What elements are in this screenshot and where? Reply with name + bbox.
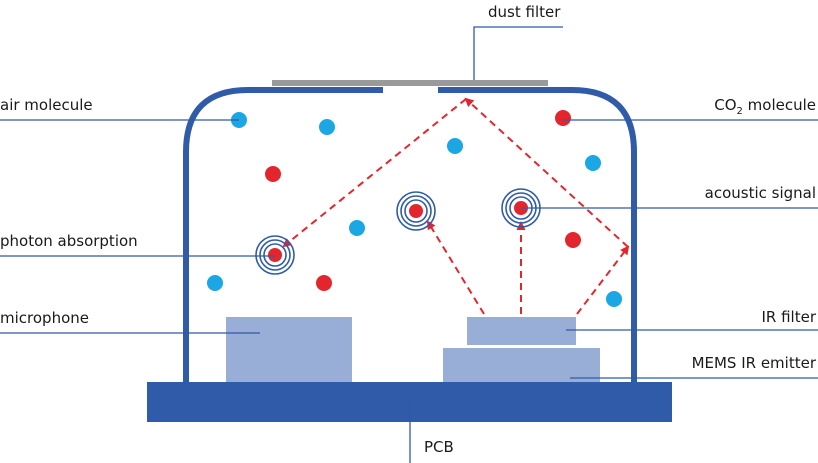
mems-ir-emitter-block	[443, 348, 600, 382]
co2-molecule	[565, 232, 581, 248]
dust-filter	[272, 80, 548, 86]
label-ir-filter: IR filter	[761, 308, 816, 326]
leader-dust-filter	[473, 26, 563, 80]
label-mems-ir-emitter: MEMS IR emitter	[692, 354, 817, 372]
air-molecule	[447, 138, 463, 154]
photon-path-center-left	[426, 220, 485, 315]
air-molecule	[207, 275, 223, 291]
co2-molecule	[409, 204, 423, 218]
co2-molecule	[265, 166, 281, 182]
air-molecule	[319, 119, 335, 135]
co2-molecule	[268, 248, 282, 262]
acoustic-rings	[255, 188, 541, 275]
photon-paths	[282, 97, 630, 315]
photon-path-to-filter	[576, 245, 630, 315]
label-acoustic-signal: acoustic signal	[705, 184, 816, 202]
ir-filter-block	[467, 317, 576, 345]
label-co2-molecule: CO2 molecule	[714, 96, 816, 117]
label-microphone: microphone	[0, 309, 89, 327]
label-pcb: PCB	[424, 438, 454, 456]
sensor-housing	[183, 87, 637, 382]
label-dust-filter: dust filter	[488, 3, 561, 21]
photon-path-to-absorption	[282, 98, 467, 248]
air-molecule	[349, 220, 365, 236]
air-molecule	[585, 155, 601, 171]
label-photon-absorption: photon absorption	[0, 232, 138, 250]
microphone-block	[226, 317, 352, 382]
label-co2-prefix: CO	[714, 96, 736, 114]
air-molecule	[606, 291, 622, 307]
co2-molecules	[265, 110, 581, 291]
leader-lines	[0, 26, 818, 463]
photon-path-right-wall	[464, 97, 629, 248]
label-co2-subscript: 2	[737, 106, 743, 117]
label-co2-suffix: molecule	[743, 96, 816, 114]
co2-molecule	[316, 275, 332, 291]
co2-molecule	[555, 110, 571, 126]
label-air-molecule: air molecule	[0, 96, 93, 114]
